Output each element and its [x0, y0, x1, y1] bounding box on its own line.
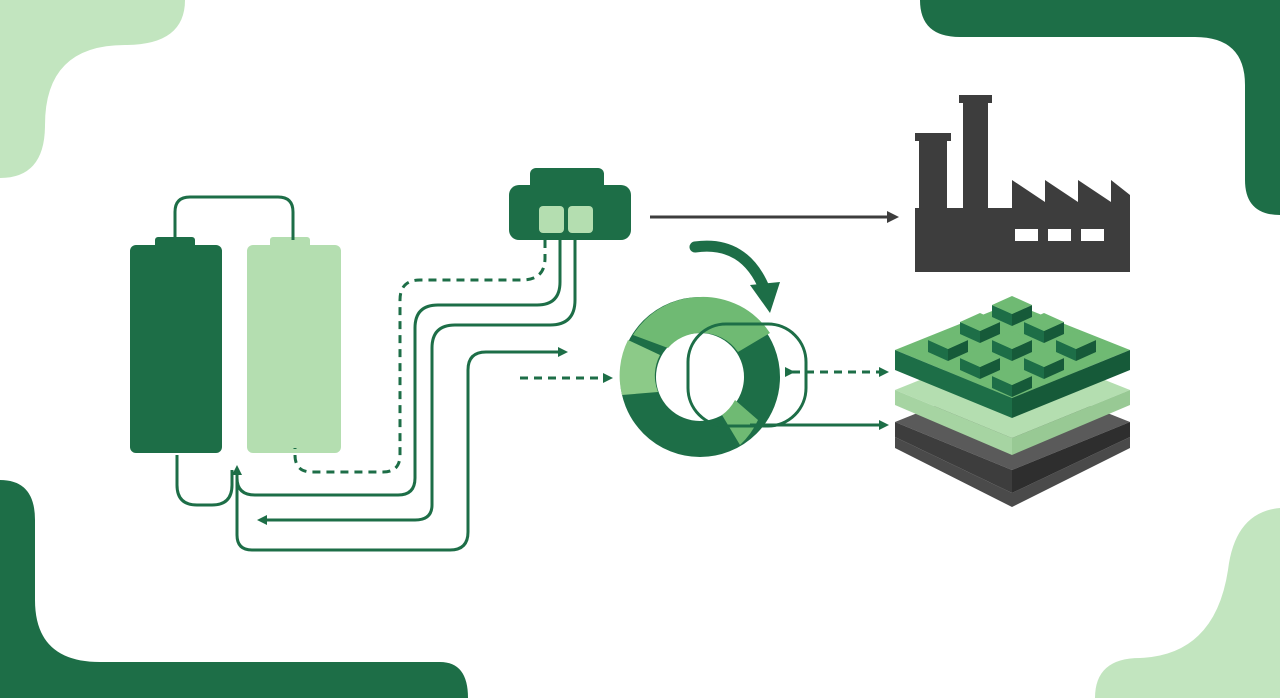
material-cube: [960, 313, 1000, 343]
layered-grid-icon: [895, 296, 1130, 507]
dashed-return-path: [293, 240, 547, 474]
material-cubes: [928, 296, 1096, 397]
forward-to-recycle-path: [235, 347, 568, 552]
material-cube: [928, 331, 968, 361]
ring-to-layers-arrows: [750, 367, 889, 430]
battery-light-icon: [247, 237, 341, 453]
outer-return-path: [232, 240, 562, 497]
connector-icon: [509, 168, 631, 240]
curved-arrow-head: [750, 282, 780, 313]
material-cube: [992, 367, 1032, 397]
material-cube: [960, 349, 1000, 379]
material-cube: [1056, 331, 1096, 361]
lower-return-path: [257, 240, 577, 525]
factory-icon: [915, 95, 1130, 272]
battery-feedback-path: [175, 455, 234, 507]
connector-battery-paths: [175, 240, 577, 552]
material-cube: [992, 296, 1032, 326]
recycle-loop-icon: [619, 296, 808, 457]
battery-link-line: [173, 195, 295, 245]
corner-bottom-right: [1095, 508, 1280, 698]
material-cube: [992, 331, 1032, 361]
material-cube: [1024, 313, 1064, 343]
corner-top-right: [920, 0, 1280, 215]
curved-arrow-to-ring: [689, 240, 771, 296]
corner-top-left: [0, 0, 185, 178]
corner-bottom-left: [0, 480, 468, 698]
battery-dark-icon: [130, 237, 222, 453]
material-cube: [1024, 349, 1064, 379]
